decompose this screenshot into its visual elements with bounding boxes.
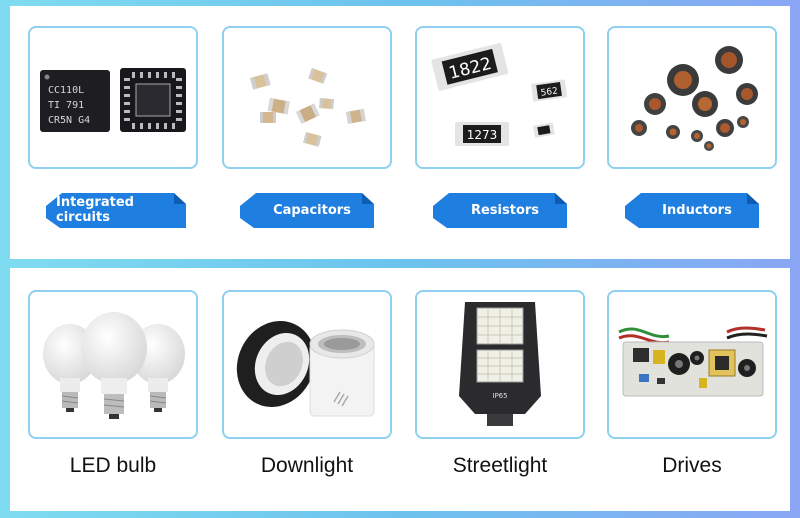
chip-marking-3: CR5N G4 (48, 115, 90, 126)
caption-streetlight: Streetlight (452, 454, 548, 477)
ribbon-label: Resistors (470, 202, 540, 218)
inductor-image (631, 46, 758, 151)
ribbon-label: Integrated circuits (56, 195, 134, 225)
driver-board-image (618, 326, 768, 397)
streetlight-image: IP65 (459, 302, 541, 426)
ribbon-label: Capacitors (273, 202, 351, 218)
streetlight-card[interactable]: IP65 (415, 290, 585, 439)
resistor-code-3: 1273 (467, 128, 498, 142)
downlight-card[interactable] (222, 290, 392, 439)
ip-rating-label: IP65 (492, 392, 507, 400)
ribbon-inductors[interactable]: Inductors (625, 190, 759, 230)
led-bulb-image (43, 312, 185, 419)
ribbon-shape-icon (46, 193, 186, 228)
ribbon-shape-icon (625, 193, 759, 228)
ribbon-label: Inductors (662, 202, 732, 218)
caption-drives: Drives (662, 454, 722, 477)
ribbon-integrated-circuits[interactable]: Integrated circuits (46, 190, 186, 230)
capacitor-image (250, 68, 366, 147)
caption-led-bulb: LED bulb (69, 454, 157, 477)
ribbon-capacitors[interactable]: Capacitors (240, 190, 374, 230)
capacitor-card[interactable] (222, 26, 392, 169)
components-panel: CC110L TI 791 CR5N G4 (10, 6, 790, 259)
ic-card[interactable]: CC110L TI 791 CR5N G4 (28, 26, 198, 169)
led-bulb-card[interactable] (28, 290, 198, 439)
ribbon-shape-icon (240, 193, 374, 228)
chip-marking-2: TI 791 (48, 100, 84, 111)
caption-downlight: Downlight (260, 454, 354, 477)
chip-marking-1: CC110L (48, 85, 84, 96)
ribbon-resistors[interactable]: Resistors (433, 190, 567, 230)
inductor-card[interactable] (607, 26, 777, 169)
ic-chip-image: CC110L TI 791 CR5N G4 (40, 68, 186, 132)
resistor-image: 1822 562 1273 (431, 43, 568, 146)
resistor-card[interactable]: 1822 562 1273 (415, 26, 585, 169)
resistor-code-2: 562 (540, 86, 558, 98)
ribbon-shape-icon (433, 193, 567, 228)
drives-card[interactable] (607, 290, 777, 439)
downlight-image (236, 321, 375, 417)
products-panel: IP65 LED bulb Downlight Streetlight Driv… (10, 268, 790, 511)
